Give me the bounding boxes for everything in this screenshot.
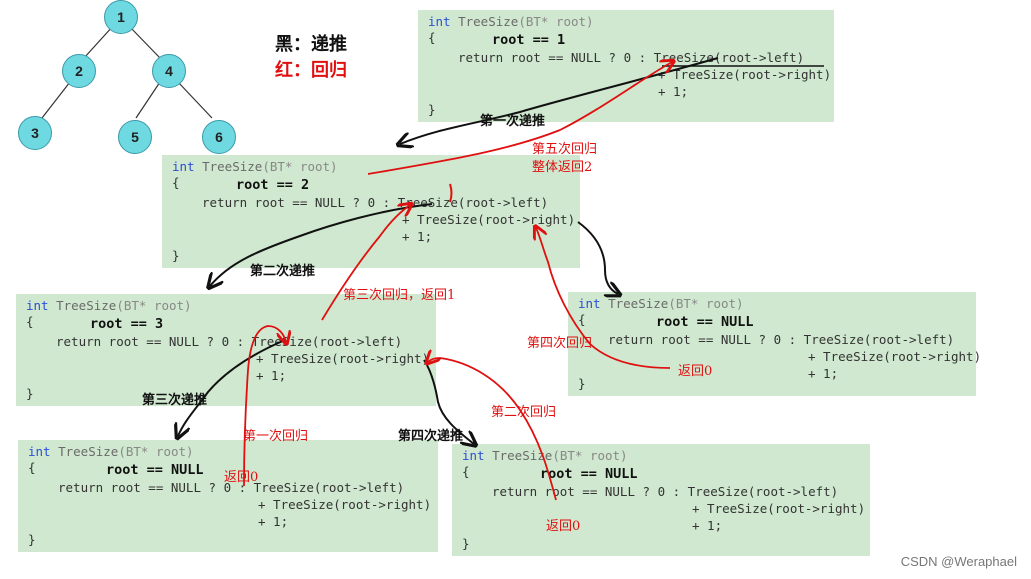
root-value-label: root == 2 (236, 177, 310, 193)
keyword-int: int (428, 14, 451, 29)
label-fifth-return: 第五次回归 (532, 142, 598, 157)
open-brace: { (462, 464, 470, 479)
function-name: TreeSize (58, 444, 119, 459)
return-arrow-4 (536, 228, 671, 369)
open-brace: { (578, 312, 586, 327)
function-args: (BT* root) (116, 298, 192, 313)
label-third-return: 第三次回归，返回1 (343, 288, 456, 303)
push-arrow-2 (210, 203, 433, 286)
right-term: + TreeSize(root->right) (808, 349, 982, 364)
function-args: (BT* root) (118, 444, 194, 459)
tree-node-2: 2 (62, 54, 96, 88)
push-arrow-4-bottom (423, 359, 474, 444)
tree-node-6: 6 (202, 120, 236, 154)
right-term: + TreeSize(root->right) (692, 501, 866, 516)
label-return0-right: 返回0 (678, 364, 713, 379)
code-frame-null-right: root == NULL int TreeSize(BT* root) { retur… (568, 292, 981, 396)
label-fourth-return: 第四次回归 (527, 336, 593, 351)
label-first-return: 第一次回归 (243, 429, 309, 444)
return-statement: return root == NULL ? 0 : TreeSize(root-… (492, 484, 839, 499)
return-statement: return root == NULL ? 0 : TreeSize(root-… (58, 480, 405, 495)
close-brace: } (172, 248, 180, 263)
function-name: TreeSize (608, 296, 669, 311)
return-arrow-5 (367, 62, 672, 175)
keyword-int: int (462, 448, 485, 463)
close-brace: } (28, 532, 36, 547)
function-name: TreeSize (202, 159, 263, 174)
return-arrow-1 (243, 325, 286, 487)
keyword-int: int (172, 159, 195, 174)
close-brace: } (578, 376, 586, 391)
tree-node-1: 1 (104, 0, 138, 34)
push-arrow-1 (400, 57, 719, 144)
label-first-push: 第一次递推 (480, 114, 546, 129)
return-statement: return root == NULL ? 0 : TreeSize(root-… (608, 332, 955, 347)
plus-one: + 1; (692, 518, 723, 533)
watermark: CSDN @Weraphael (900, 554, 1017, 569)
tree-node-5: 5 (118, 120, 152, 154)
plus-one: + 1; (256, 368, 287, 383)
tree-node-4: 4 (152, 54, 186, 88)
root-value-label: root == NULL (540, 466, 638, 482)
root-value-label: root == NULL (656, 314, 754, 330)
return-mark-2 (449, 183, 453, 203)
code-frame-null-left: root == NULL int TreeSize(BT* root) { retur… (18, 440, 438, 552)
return-arrow-3 (321, 205, 410, 321)
open-brace: { (428, 30, 436, 45)
open-brace: { (28, 460, 36, 475)
close-brace: } (428, 102, 436, 117)
root-value-label: root == 1 (492, 32, 566, 48)
keyword-int: int (578, 296, 601, 311)
plus-one: + 1; (808, 366, 839, 381)
close-brace: } (26, 386, 34, 401)
plus-one: + 1; (258, 514, 289, 529)
keyword-int: int (28, 444, 51, 459)
push-arrow-4-right (577, 221, 618, 294)
label-second-return: 第二次回归 (491, 405, 557, 420)
right-term: + TreeSize(root->right) (256, 351, 430, 366)
tree-node-3: 3 (18, 116, 52, 150)
return-statement: return root == NULL ? 0 : TreeSize(root-… (458, 50, 805, 65)
push-arrow-3 (178, 339, 286, 436)
open-brace: { (172, 175, 180, 190)
keyword-int: int (26, 298, 49, 313)
plus-one: + 1; (658, 84, 689, 99)
label-fourth-push: 第四次递推 (398, 429, 464, 444)
code-frame-null-middle: root == NULL int TreeSize(BT* root) { retur… (452, 444, 870, 556)
label-third-push: 第三次递推 (142, 393, 208, 408)
function-args: (BT* root) (262, 159, 338, 174)
return-statement: return root == NULL ? 0 : TreeSize(root-… (202, 195, 549, 210)
legend-black: 黑：递推 (275, 34, 347, 55)
root-value-label: root == NULL (106, 462, 204, 478)
close-brace: } (462, 536, 470, 551)
function-name: TreeSize (458, 14, 519, 29)
plus-one: + 1; (402, 229, 433, 244)
open-brace: { (26, 314, 34, 329)
right-term: + TreeSize(root->right) (258, 497, 432, 512)
function-name: TreeSize (492, 448, 553, 463)
label-return0-bottom-left: 返回0 (224, 470, 259, 485)
return-arrow-2 (428, 358, 557, 501)
legend-red: 红：回归 (275, 60, 347, 81)
label-fifth-return-value: 整体返回2 (532, 160, 593, 175)
label-second-push: 第二次递推 (250, 264, 316, 279)
function-args: (BT* root) (518, 14, 594, 29)
function-args: (BT* root) (668, 296, 744, 311)
function-name: TreeSize (56, 298, 117, 313)
label-return0-bottom-middle: 返回0 (546, 519, 581, 534)
function-args: (BT* root) (552, 448, 628, 463)
root-value-label: root == 3 (90, 316, 164, 332)
